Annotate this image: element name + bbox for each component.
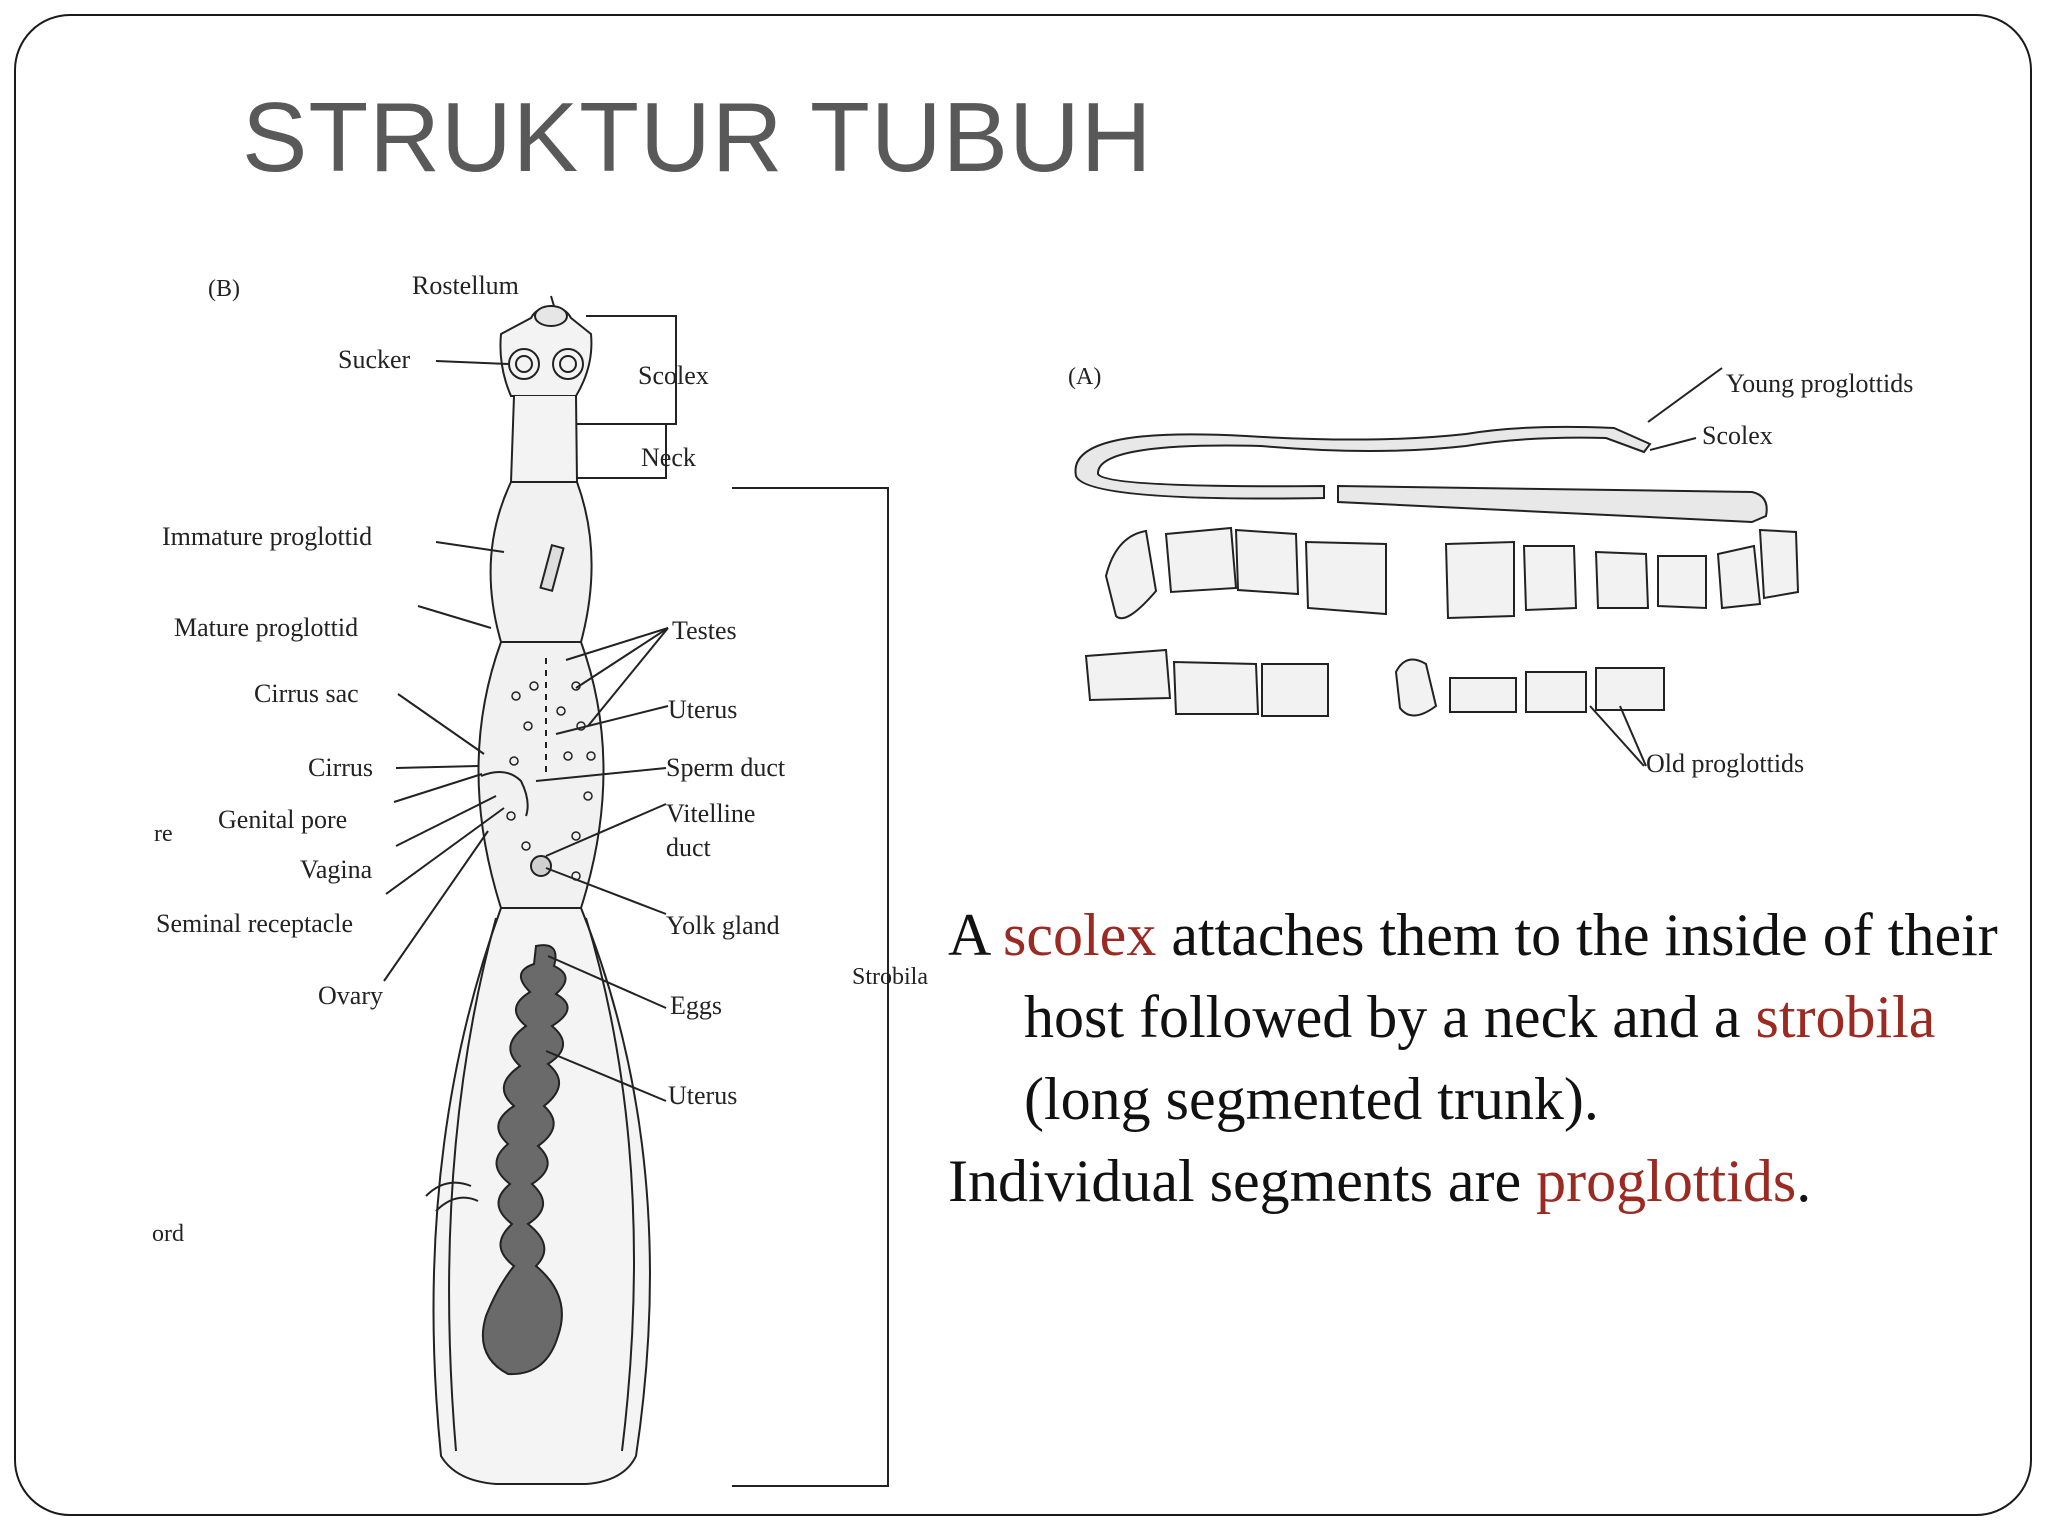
p1-text-3: (long segmented trunk). xyxy=(1024,1066,1599,1132)
p1-text-2: attaches them to the inside of their hos… xyxy=(1024,902,1998,1050)
slide-body-text: A scolex attaches them to the inside of … xyxy=(948,894,2028,1222)
label-genital-pore: Genital pore xyxy=(218,805,347,834)
tapeworm-whole-body-diagram: (A) Young proglottids Scolex Old proglot… xyxy=(1046,346,1996,786)
label-uterus-upper: Uterus xyxy=(668,695,737,724)
label-vitelline-duct-2: duct xyxy=(666,833,712,862)
label-eggs: Eggs xyxy=(670,991,722,1020)
slide-frame: STRUKTUR TUBUH xyxy=(14,14,2032,1516)
term-proglottids: proglottids xyxy=(1536,1148,1797,1214)
p2-text-2: . xyxy=(1796,1148,1812,1214)
label-cirrus: Cirrus xyxy=(308,753,373,782)
label-seminal-receptacle: Seminal receptacle xyxy=(156,909,353,938)
label-mature-proglottid: Mature proglottid xyxy=(174,613,358,642)
label-scolex-b: Scolex xyxy=(638,361,709,390)
label-scolex-a: Scolex xyxy=(1702,421,1773,450)
label-yolk-gland: Yolk gland xyxy=(666,911,780,940)
label-neck: Neck xyxy=(641,443,696,472)
paragraph-proglottids-description: Individual segments are proglottids. xyxy=(948,1140,2028,1222)
label-rostellum: Rostellum xyxy=(412,271,519,300)
label-young-proglottids: Young proglottids xyxy=(1726,369,1913,398)
term-strobila: strobila xyxy=(1755,984,1936,1050)
label-vagina: Vagina xyxy=(300,855,373,884)
label-old-proglottids: Old proglottids xyxy=(1646,749,1804,778)
tapeworm-anatomy-diagram: (B) Rostellum Sucker Scolex Neck Immatur… xyxy=(136,256,936,1496)
term-scolex: scolex xyxy=(1003,902,1157,968)
p1-text-1: A xyxy=(948,902,1004,968)
label-cirrus-sac: Cirrus sac xyxy=(254,679,359,708)
label-ovary: Ovary xyxy=(318,981,383,1010)
slide-title: STRUKTUR TUBUH xyxy=(242,82,1153,192)
label-testes: Testes xyxy=(672,616,737,645)
paragraph-scolex-description: A scolex attaches them to the inside of … xyxy=(948,894,2028,1140)
label-uterus-lower: Uterus xyxy=(668,1081,737,1110)
panel-label-b: (B) xyxy=(208,276,240,302)
label-margin-fragment-1: re xyxy=(154,821,173,847)
label-vitelline-duct-1: Vitelline xyxy=(666,799,755,828)
label-sucker: Sucker xyxy=(338,345,411,374)
panel-label-a: (A) xyxy=(1068,364,1101,390)
p2-text-1: Individual segments are xyxy=(948,1148,1537,1214)
label-immature-proglottid: Immature proglottid xyxy=(162,522,372,551)
label-margin-fragment-2: ord xyxy=(152,1221,184,1247)
label-strobila: Strobila xyxy=(852,964,928,990)
label-sperm-duct: Sperm duct xyxy=(666,753,786,782)
